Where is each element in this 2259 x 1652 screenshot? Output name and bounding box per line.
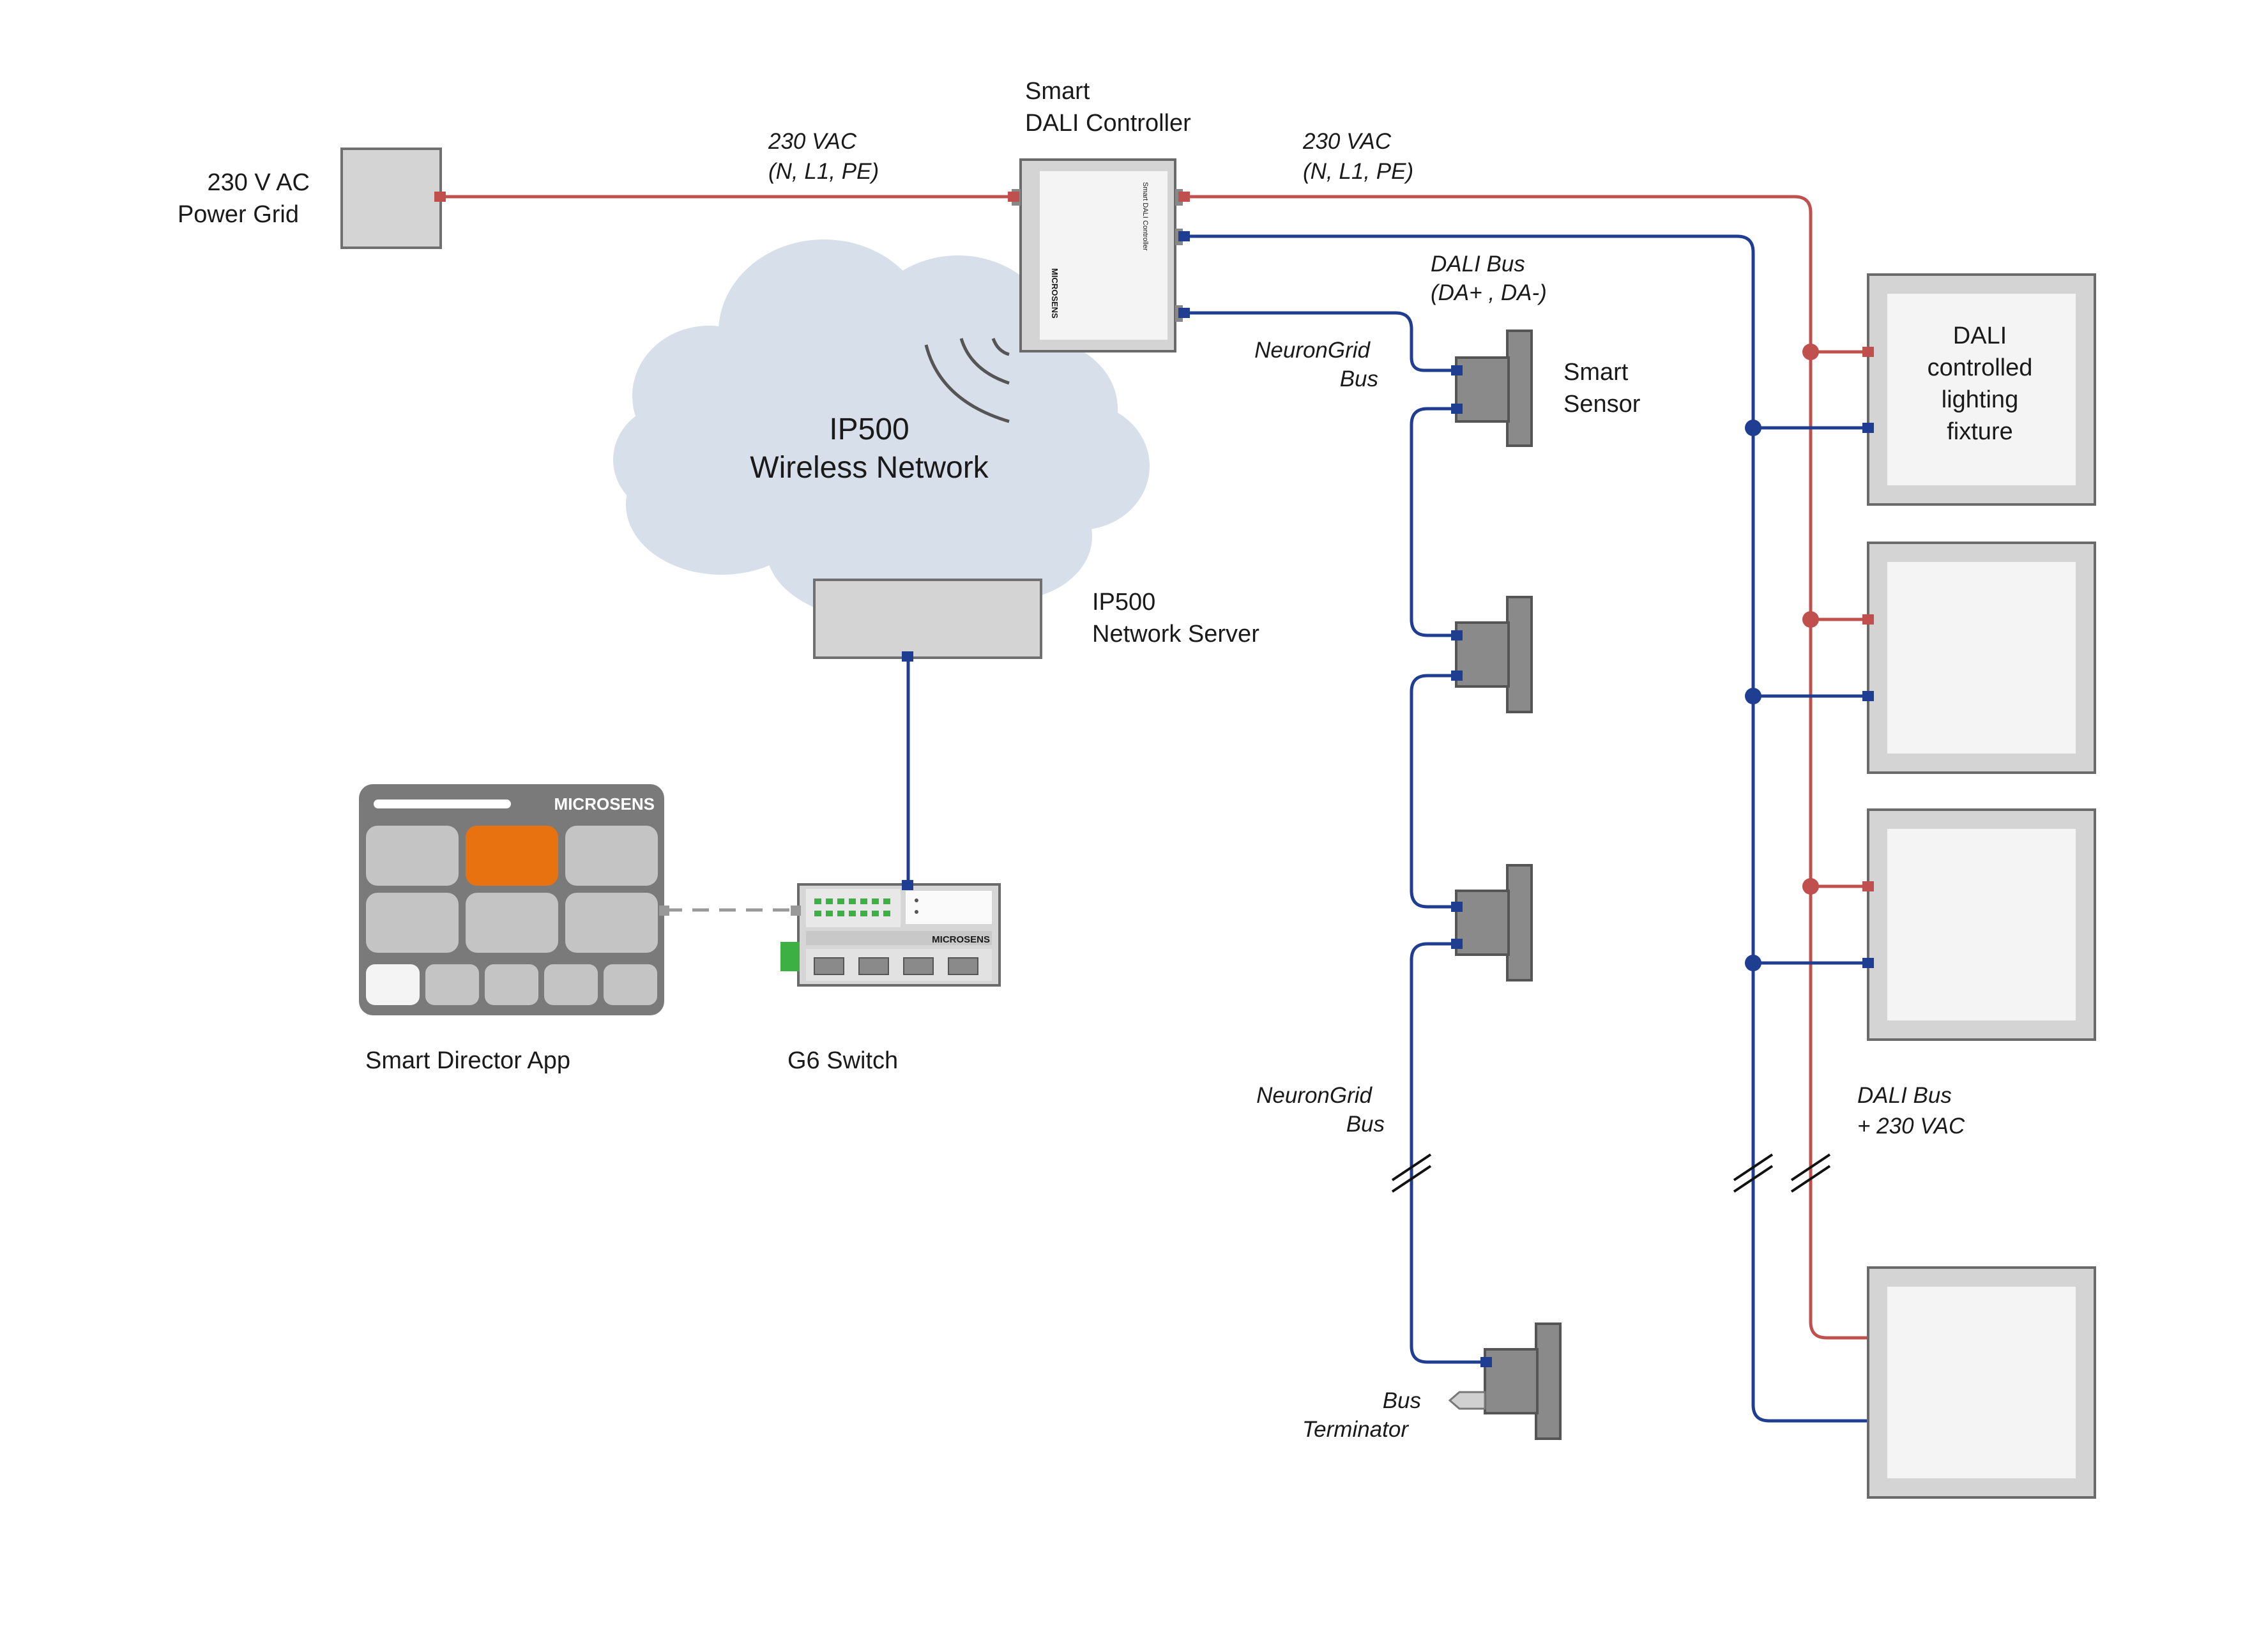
cloud-label-line2: Wireless Network xyxy=(750,451,989,485)
line-break-marks xyxy=(1391,1153,1831,1193)
lighting-fixture-1: DALI controlled lighting fixture xyxy=(1862,273,2096,506)
neurongrid-top-line1: NeuronGrid xyxy=(1254,338,1371,363)
power-grid-box xyxy=(340,148,446,249)
fixture-label-line1: DALI xyxy=(1953,322,2007,349)
bus-terminator xyxy=(1448,1322,1562,1440)
fixture-label-line4: fixture xyxy=(1947,418,2012,445)
dali-vac-label-line1: DALI Bus xyxy=(1857,1083,1952,1108)
network-server-label-line1: IP500 xyxy=(1092,589,1155,616)
terminator-label-line1: Bus xyxy=(1383,1388,1421,1413)
smart-sensor-3 xyxy=(1451,864,1533,981)
junction-dots xyxy=(1745,344,1819,971)
lighting-fixture-3 xyxy=(1862,808,2096,1041)
app-highlight-tile xyxy=(466,826,558,886)
switch-brand: MICROSENS xyxy=(932,934,990,945)
smart-dali-controller: Smart DALI Controller MICROSENS xyxy=(1008,158,1190,352)
network-server-label-line2: Network Server xyxy=(1092,621,1259,648)
neurongrid-bottom-line1: NeuronGrid xyxy=(1256,1083,1373,1108)
smart-sensor-label-line1: Smart xyxy=(1563,359,1629,386)
smart-sensor-label-line2: Sensor xyxy=(1563,391,1641,418)
controller-label-line2: DALI Controller xyxy=(1025,110,1191,137)
network-wiring xyxy=(666,658,910,912)
terminator-label-line2: Terminator xyxy=(1302,1417,1409,1442)
smart-director-app-tablet: MICROSENS xyxy=(359,784,669,1015)
smart-sensor-1 xyxy=(1451,330,1533,447)
dali-bus-wiring xyxy=(1182,234,1868,1423)
fixture-label-line2: controlled xyxy=(1928,354,2033,381)
controller-label-line1: Smart xyxy=(1025,78,1090,105)
controller-side-text: Smart DALI Controller xyxy=(1141,182,1149,251)
neurongrid-bus-wiring xyxy=(1182,311,1488,1364)
vac-right-line1: 230 VAC xyxy=(1302,129,1392,154)
neurongrid-bottom-line2: Bus xyxy=(1346,1112,1385,1137)
vac-right-line2: (N, L1, PE) xyxy=(1303,159,1413,184)
smart-sensor-2 xyxy=(1451,596,1533,713)
power-wiring xyxy=(439,195,1868,1340)
power-grid-label-line2: Power Grid xyxy=(178,201,299,228)
wireless-signal-icon xyxy=(924,338,1010,423)
dali-vac-label-line2: + 230 VAC xyxy=(1857,1114,1965,1139)
vac-left-line1: 230 VAC xyxy=(768,129,857,154)
cloud-label-line1: IP500 xyxy=(829,413,909,446)
app-label: Smart Director App xyxy=(365,1047,570,1074)
lighting-fixture-2 xyxy=(1862,542,2096,774)
controller-brand: MICROSENS xyxy=(1050,268,1060,319)
dali-bus-label-line2: (DA+ , DA-) xyxy=(1431,280,1547,305)
ip500-network-server xyxy=(813,579,1042,662)
switch-label: G6 Switch xyxy=(787,1047,898,1074)
neurongrid-top-line2: Bus xyxy=(1340,367,1378,391)
app-brand: MICROSENS xyxy=(554,794,655,814)
g6-switch: MICROSENS xyxy=(780,880,1001,987)
fixture-label-line3: lighting xyxy=(1942,386,2018,413)
power-grid-label-line1: 230 V AC xyxy=(207,169,310,196)
lighting-fixture-4 xyxy=(1867,1266,2096,1499)
vac-left-line2: (N, L1, PE) xyxy=(768,159,879,184)
dali-bus-label-line1: DALI Bus xyxy=(1431,252,1525,277)
